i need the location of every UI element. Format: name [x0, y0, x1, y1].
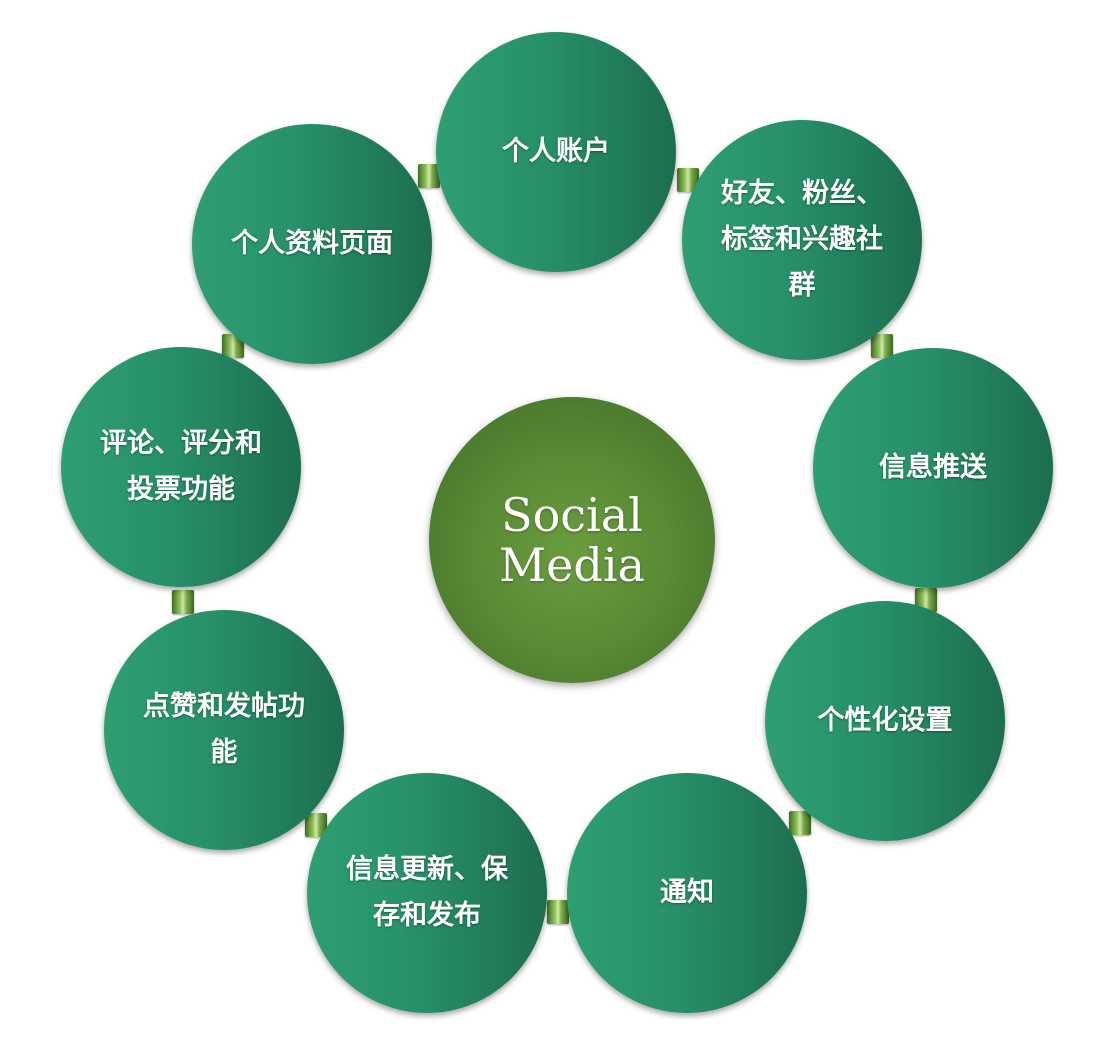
connector: [547, 900, 569, 924]
node-label: 评论、评分和投票功能: [100, 428, 262, 505]
node-label: 个人资料页面: [231, 228, 393, 259]
connector: [789, 811, 811, 835]
node-info-push: 信息推送: [813, 348, 1053, 588]
connector: [871, 334, 893, 358]
node-label: 好友、粉丝、标签和兴趣社群: [721, 178, 883, 301]
node-label: 通知: [660, 877, 714, 908]
node-comment-rating-voting: 评论、评分和投票功能: [61, 347, 301, 587]
node-label: 信息推送: [879, 452, 987, 483]
node-friends-followers-tags-groups: 好友、粉丝、标签和兴趣社群: [682, 120, 922, 360]
center-circle: Social Media: [429, 397, 715, 683]
node-label: 信息更新、保存和发布: [346, 854, 508, 931]
node-label: 点赞和发帖功能: [143, 691, 305, 768]
center-label: Social Media: [499, 488, 645, 592]
node-personal-account: 个人账户: [436, 32, 676, 272]
node-update-save-publish: 信息更新、保存和发布: [307, 773, 547, 1013]
node-personalization: 个性化设置: [765, 601, 1005, 841]
node-profile-page: 个人资料页面: [192, 124, 432, 364]
connector: [222, 334, 244, 358]
connector: [305, 813, 327, 837]
node-label: 个性化设置: [817, 705, 953, 736]
node-label: 个人账户: [502, 136, 610, 167]
connector: [418, 164, 440, 188]
node-notifications: 通知: [567, 773, 807, 1013]
connector: [172, 590, 194, 614]
node-like-and-post: 点赞和发帖功能: [104, 610, 344, 850]
